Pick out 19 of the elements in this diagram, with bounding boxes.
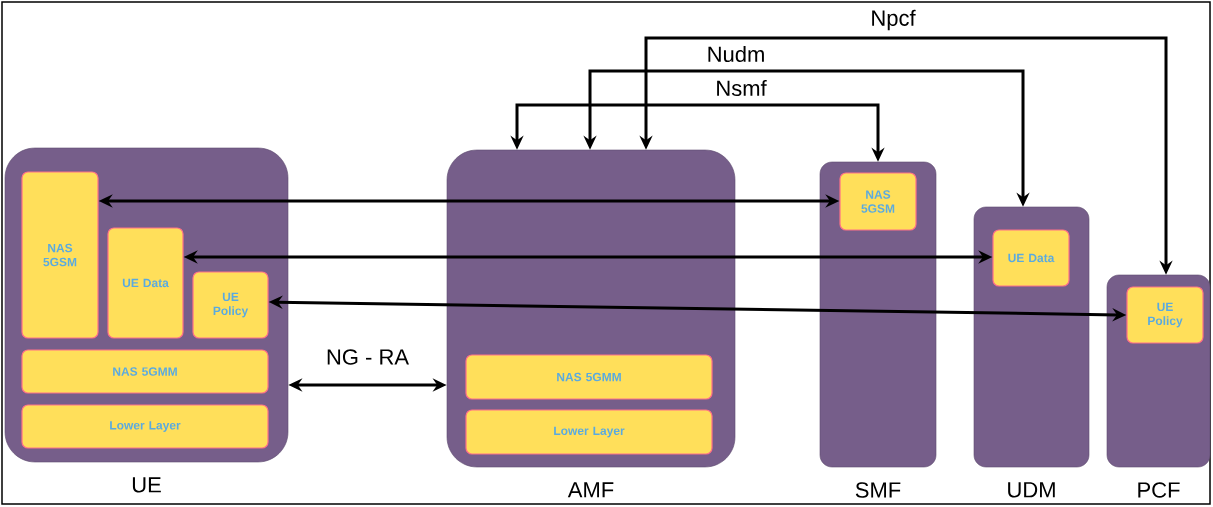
layer-box: UE Data [107, 227, 184, 339]
box-label: SMF [855, 482, 901, 498]
box-label: PCF [1138, 482, 1180, 498]
layer-box: NAS 5GSM [839, 172, 917, 231]
box-label: AMF [567, 482, 614, 498]
layer-box: UE Policy [192, 271, 269, 339]
box-label: UDM [1008, 482, 1055, 498]
edge-label: Npcf [869, 8, 917, 32]
box-label: UE [132, 477, 161, 493]
layer-box: NAS 5GMM [465, 354, 713, 400]
layer-box: NAS 5GSM [21, 171, 99, 339]
edge-label: Nudm [705, 44, 767, 64]
layer-box: UE Policy [1126, 286, 1204, 344]
edge-label: Nsmf [714, 78, 768, 98]
layer-box: NAS 5GMM [21, 349, 269, 394]
layer-box: UE Data [992, 229, 1070, 287]
layer-box: Lower Layer [465, 409, 713, 455]
edge-label: NG - RA [324, 348, 411, 366]
layer-box: Lower Layer [21, 404, 269, 449]
